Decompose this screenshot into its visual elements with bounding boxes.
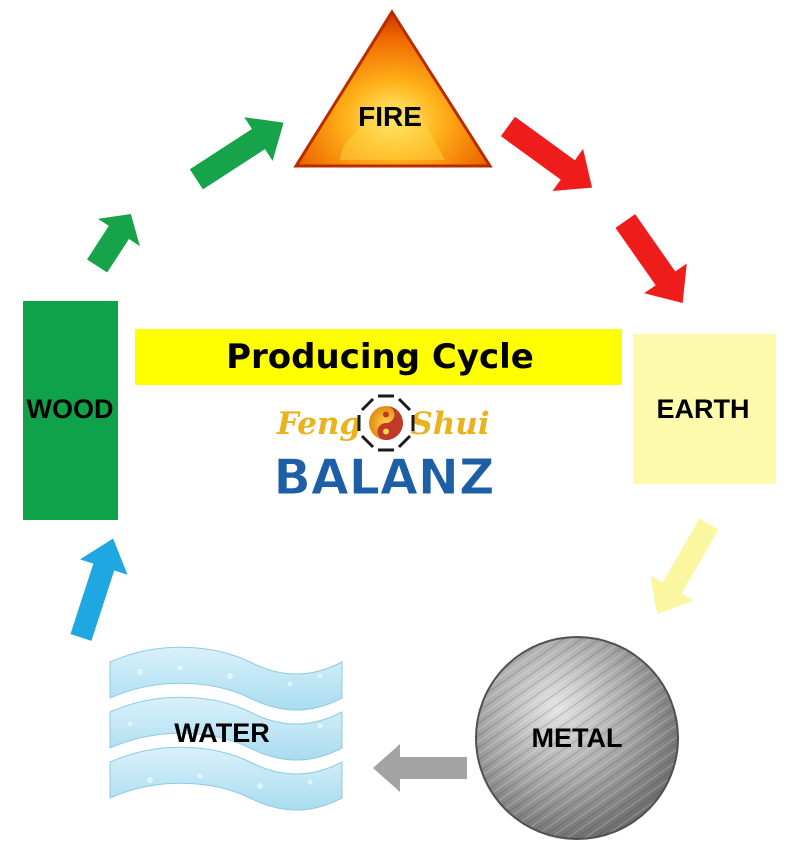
logo-script-left: Feng: [276, 406, 361, 442]
logo-brand: BALANZ: [274, 449, 495, 506]
arrow-earth-to-metal: [650, 518, 719, 615]
fire-label: FIRE: [358, 101, 422, 132]
title-band-background: [135, 329, 622, 385]
arrow-metal-to-water: [373, 744, 467, 792]
arrow-fire-to-earth-1: [500, 116, 593, 191]
fire-triangle: [293, 9, 493, 168]
arrow-fire-to-earth-2: [615, 214, 687, 303]
element-wood: WOOD: [23, 301, 118, 520]
logo-script-right: Shui: [410, 406, 489, 442]
earth-label: EARTH: [657, 394, 750, 424]
water-wave-2: [109, 696, 343, 761]
metal-brush-texture: [477, 638, 677, 838]
water-wave-3: [109, 746, 343, 811]
arrow-wood-to-fire-1: [87, 214, 140, 273]
water-wave-1: [109, 646, 343, 711]
arrow-wood-to-fire-2: [189, 117, 284, 190]
element-earth: EARTH: [633, 334, 776, 484]
water-droplets: [128, 665, 323, 789]
wood-rectangle: [23, 301, 118, 520]
feng-shui-balanz-logo: Feng Shui BALANZ: [273, 394, 495, 507]
fire-flame-texture: [340, 96, 445, 160]
wood-label: WOOD: [27, 394, 114, 424]
element-metal: METAL: [475, 636, 679, 840]
bagua-yin-yang-icon: [357, 394, 415, 452]
metal-label: METAL: [532, 723, 623, 753]
diagram-title: Producing Cycle: [226, 337, 534, 377]
arrow-water-to-wood: [70, 538, 128, 641]
title-band: Producing Cycle: [135, 329, 622, 385]
earth-square: [633, 334, 776, 484]
element-water: WATER: [109, 646, 343, 811]
element-fire: FIRE: [293, 9, 493, 168]
water-label: WATER: [174, 718, 270, 748]
